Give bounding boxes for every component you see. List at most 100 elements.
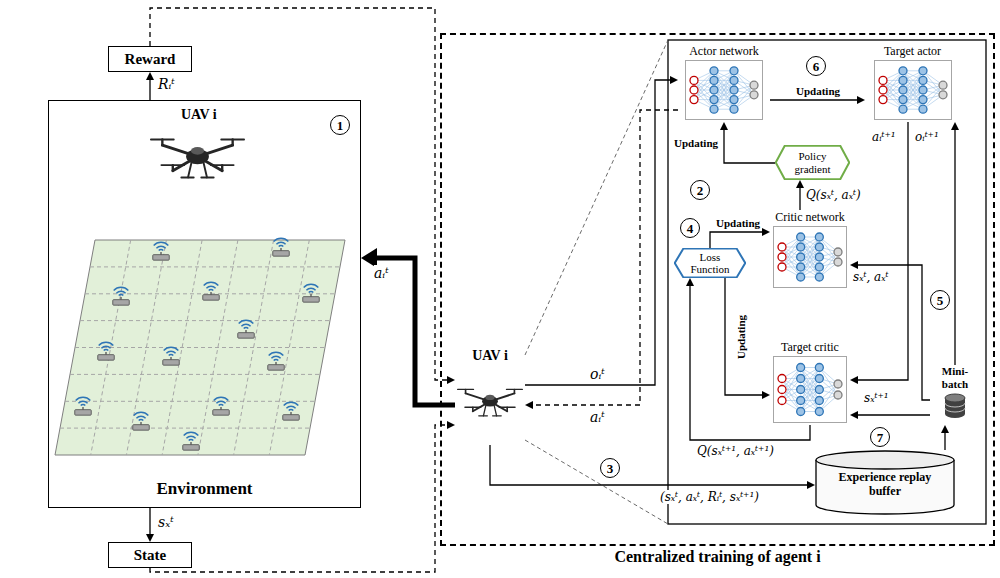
connector-label: aᵢᵗ bbox=[590, 409, 605, 425]
connector bbox=[796, 180, 804, 210]
callout-number-holder: 6 bbox=[806, 56, 826, 76]
connector-line bbox=[799, 186, 800, 210]
state-box-text: State bbox=[134, 547, 167, 564]
uav-agent-text: UAV i bbox=[472, 348, 508, 364]
arrow-head bbox=[857, 96, 865, 104]
arrow-head bbox=[447, 421, 455, 429]
connector-label-holder: sₓᵗ, aₓᵗ bbox=[853, 270, 888, 284]
critic-network-text: Critic network bbox=[775, 210, 845, 224]
mini-batch-text: Mini-batch bbox=[937, 365, 973, 390]
arrow-head bbox=[807, 481, 815, 489]
connector bbox=[710, 228, 770, 248]
connector-line bbox=[856, 265, 930, 400]
uav-agent: UAV i bbox=[455, 340, 525, 445]
arrow-head bbox=[850, 376, 858, 384]
connector-line bbox=[724, 128, 775, 163]
connector-label: oᵢᵗ bbox=[590, 366, 605, 382]
connector bbox=[150, 8, 455, 384]
replay-buffer: Experience replay buffer bbox=[815, 450, 955, 515]
connector bbox=[850, 122, 908, 384]
agent-label-holder: UAV i bbox=[181, 107, 217, 123]
callout-number: 5 bbox=[930, 290, 950, 310]
connector bbox=[850, 411, 930, 419]
connector-label-holder: aᵢᵗ bbox=[374, 265, 389, 281]
arrow-head bbox=[670, 76, 678, 84]
connector-line bbox=[525, 80, 672, 385]
connector-label: aᵢᵗ⁺¹ bbox=[872, 130, 896, 144]
arrow-head bbox=[146, 72, 154, 80]
callout-number: 4 bbox=[680, 218, 700, 238]
connector-line bbox=[725, 278, 764, 395]
arrow-head bbox=[762, 228, 770, 236]
arrow-head bbox=[720, 122, 728, 130]
connector-label: Updating bbox=[735, 315, 748, 359]
arrow-head bbox=[850, 411, 858, 419]
neural-network-icon bbox=[685, 60, 763, 120]
connector bbox=[525, 76, 678, 385]
connector-label-holder: oᵢᵗ⁺¹ bbox=[915, 130, 939, 144]
connector-line bbox=[856, 414, 930, 415]
connector-label: Updating bbox=[716, 217, 760, 230]
connector-label-holder: Updating bbox=[735, 315, 748, 359]
reward-box: Reward bbox=[108, 46, 192, 72]
connector-label: oᵢᵗ⁺¹ bbox=[915, 130, 939, 144]
critic-network: Critic network bbox=[770, 210, 850, 290]
arrow-head bbox=[146, 534, 154, 542]
connector-label: Q(sₓᵗ, aₓᵗ) bbox=[806, 188, 861, 202]
callout-number-holder: 7 bbox=[870, 427, 890, 447]
connector-label-holder: Q(sₓᵗ, aₓᵗ) bbox=[806, 188, 861, 202]
connector bbox=[941, 425, 949, 450]
arrow-head bbox=[951, 122, 959, 130]
mini-batch: Mini-batch bbox=[930, 365, 980, 425]
target-actor: Target actor bbox=[865, 44, 960, 122]
arrow-head bbox=[447, 376, 455, 384]
reward-box-text: Reward bbox=[125, 51, 176, 68]
connector-label-holder: (sₓᵗ, aₓᵗ, Rᵢᵗ, sₓᵗ⁺¹) bbox=[660, 490, 759, 504]
connector bbox=[490, 445, 815, 489]
connector-label-holder: Updating bbox=[796, 85, 840, 98]
arrow-head bbox=[762, 391, 770, 399]
training-region: Centralized training of agent iUAV iActo… bbox=[440, 33, 995, 546]
callout-number-holder: 4 bbox=[680, 218, 700, 238]
replay-buffer-text: Experience replay buffer bbox=[830, 471, 940, 499]
connector-line bbox=[856, 122, 908, 380]
connector-line bbox=[710, 232, 764, 248]
arrow-head bbox=[796, 180, 804, 188]
environment-box: Environment bbox=[48, 100, 361, 508]
callout-number-holder: 5 bbox=[930, 290, 950, 310]
connector bbox=[146, 72, 154, 100]
connector-label-holder: aᵢᵗ⁺¹ bbox=[872, 130, 896, 144]
connector bbox=[720, 122, 775, 163]
agent-label: UAV i bbox=[181, 107, 217, 123]
arrow-head bbox=[686, 278, 694, 286]
neural-network-icon bbox=[773, 226, 847, 288]
connector-label-holder: sₓᵗ⁺¹ bbox=[864, 391, 889, 405]
drone-icon bbox=[457, 380, 523, 424]
callout-number-holder: 3 bbox=[600, 458, 620, 478]
connector-label: Q(sₓᵗ⁺¹, aₓᵗ⁺¹) bbox=[697, 444, 774, 458]
connector bbox=[951, 122, 959, 365]
arrow-head bbox=[850, 261, 858, 269]
connector-label: sₓᵗ, aₓᵗ bbox=[853, 270, 888, 284]
connector-line bbox=[372, 258, 455, 405]
neural-network-icon bbox=[874, 60, 952, 120]
environment-box-text: Environment bbox=[156, 479, 252, 499]
connector-line bbox=[149, 508, 150, 536]
actor-network: Actor network bbox=[678, 44, 770, 122]
connector-label: sₓᵗ⁺¹ bbox=[864, 391, 889, 405]
callout-number: 2 bbox=[690, 180, 710, 200]
callout-number-holder: 2 bbox=[690, 180, 710, 200]
state-box: State bbox=[108, 542, 192, 568]
loss-function: Loss Function bbox=[674, 248, 746, 278]
connector-label: aᵢᵗ bbox=[374, 265, 389, 281]
callout-number: 7 bbox=[870, 427, 890, 447]
mini-batch-icon bbox=[943, 393, 967, 419]
connector-label: Updating bbox=[796, 85, 840, 98]
connector-label: Rᵢᵗ bbox=[158, 76, 175, 92]
callout-number: 1 bbox=[330, 115, 350, 135]
connector bbox=[146, 508, 154, 542]
connector bbox=[725, 278, 770, 399]
target-critic: Target critic bbox=[770, 340, 850, 425]
callout-number: 6 bbox=[806, 56, 826, 76]
training-region-text: Centralized training of agent i bbox=[614, 548, 820, 566]
